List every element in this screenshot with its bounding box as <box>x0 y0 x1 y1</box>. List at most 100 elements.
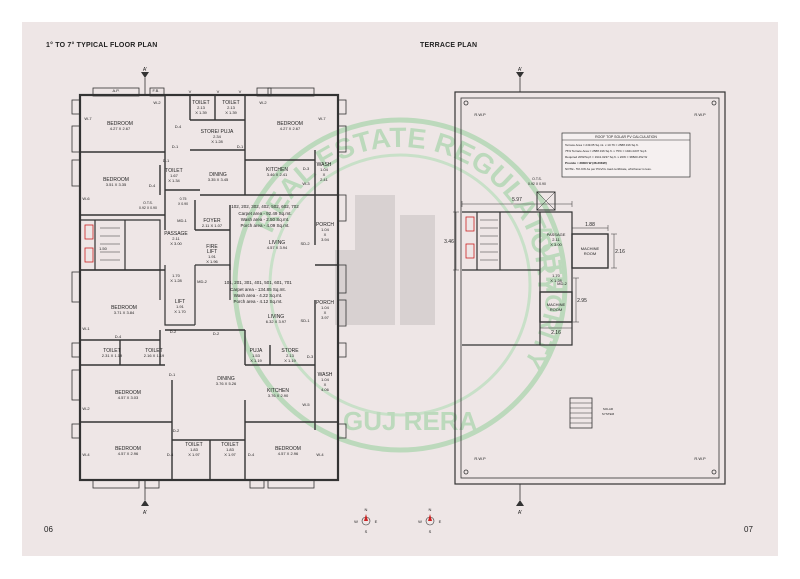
door-window-label: D-1 <box>169 372 176 377</box>
compass-west: W <box>354 519 358 524</box>
terrace-door-label: MD-2 <box>557 281 568 286</box>
door-window-label: V <box>189 89 192 94</box>
room-name: TOILET <box>221 442 238 448</box>
room-dimension: X <box>324 382 327 387</box>
door-window-label: D-1 <box>237 144 244 149</box>
machine-room-height: 2.16 <box>615 249 625 255</box>
machine-room-label: MACHINE <box>547 302 566 307</box>
door-window-label: D-2 <box>170 329 177 334</box>
door-window-label: D-2 <box>213 331 220 336</box>
room-dimension: 2.13 <box>227 105 236 110</box>
room-name: PASSAGE <box>164 231 188 237</box>
machine-room-top <box>571 233 609 269</box>
compass-east: E <box>439 519 442 524</box>
unit-a-numbers: 102, 202, 302, 402, 502, 602, 702 <box>231 204 299 209</box>
left-page-number: 06 <box>44 525 53 534</box>
rwp-label: R.W.P <box>694 112 706 117</box>
room-name: LIFT <box>175 299 185 305</box>
door-window-label: D-1 <box>163 158 170 163</box>
door-window-label: D-2 <box>173 428 180 433</box>
unit-b-carpet-area: Carpet area - 134.85 Sq.mt. <box>230 287 286 292</box>
compass-north: N <box>429 507 432 512</box>
room-dimension: X 1.97 <box>224 452 236 457</box>
room-dimension: 4.57 X 2.96 <box>278 451 299 456</box>
room-name: KITCHEN <box>267 388 289 394</box>
room-dimension: 4.27 X 2.67 <box>110 126 131 131</box>
watermark-bottom-text: GUJ RERA <box>343 406 478 436</box>
rwp-label: R.W.P <box>474 112 486 117</box>
machine-room-width: 1.88 <box>585 222 595 228</box>
door-window-label: F.B. <box>153 88 160 93</box>
compass-south: S <box>365 529 368 534</box>
solar-calculation-box <box>561 132 691 178</box>
room-name: LIVING <box>269 240 286 246</box>
door-window-label: W-2 <box>259 100 267 105</box>
stair-landing-dimension: 1.70 <box>172 273 181 278</box>
terrace-section-marker-bottom: A' <box>518 510 522 516</box>
terrace-dimension-height: 3.46 <box>444 239 454 245</box>
right-page-number: 07 <box>744 525 753 534</box>
room-dimension: 1.67 <box>170 173 179 178</box>
room-dimension: 1.83 <box>226 447 235 452</box>
room-name: STORE <box>281 348 299 354</box>
door-window-label: MD-2 <box>197 279 208 284</box>
room-dimension: 1.83 <box>190 447 199 452</box>
room-dimension: 2.41 <box>320 177 329 182</box>
room-dimension: 6.32 X 3.97 <box>266 319 287 324</box>
machine-room-label: MACHINE <box>581 246 600 251</box>
door-window-label: W-7 <box>318 116 326 121</box>
room-dimension: 2.13 <box>197 105 206 110</box>
door-window-label: D-4 <box>149 183 156 188</box>
compass-west: W <box>418 519 422 524</box>
room-name: DINING <box>217 376 235 382</box>
rwp-marker <box>463 469 469 475</box>
solar-system-label: SOLAR <box>603 407 614 411</box>
terrace-section-marker-top: A' <box>518 67 522 73</box>
unit-a-porch-area: Porch area - 4.09 Sq.mt. <box>240 223 289 228</box>
room-name: PORCH <box>316 222 334 228</box>
unit-b-wash-area: Wash area - 4.22 Sq.mt. <box>234 293 283 298</box>
room-dimension: X <box>323 172 326 177</box>
solar-box-line: Provide = 38300 W (38.30KW) <box>565 161 607 165</box>
terrace-section-arrow-bottom <box>516 500 524 506</box>
room-dimension: 4.27 X 2.67 <box>280 126 301 131</box>
terrace-landing-label: 1.70 <box>552 273 561 278</box>
rwp-marker <box>463 100 469 106</box>
compass-right <box>425 514 435 526</box>
terrace-passage-label: PASSAGE <box>547 232 566 237</box>
ots-opening <box>536 191 556 211</box>
room-name: STORE/ PUJA <box>201 129 234 135</box>
room-dimension: 3.46 X 2.41 <box>267 172 288 177</box>
room-name: LIVING <box>268 314 285 320</box>
room-name: TOILET <box>185 442 202 448</box>
room-dimension: 2.13 <box>286 353 295 358</box>
door-window-label: W-2 <box>153 100 161 105</box>
stair-landing-dimension: X 1.28 <box>170 278 182 283</box>
terrace-passage-label: 2.11 <box>552 237 560 242</box>
room-name: TOILET <box>192 100 209 106</box>
watermark-building <box>335 195 435 325</box>
room-dimension: X 1.28 <box>211 139 223 144</box>
room-dimension: 2.34 <box>213 134 222 139</box>
room-name: PORCH <box>316 300 334 306</box>
ots-small-dimension: 0.75 <box>180 197 187 201</box>
room-dimension: 1.04 <box>321 227 330 232</box>
door-window-label: V <box>217 89 220 94</box>
rwp-marker <box>711 100 717 106</box>
watermark-inner-ring <box>268 153 532 417</box>
room-name: TOILET <box>145 348 162 354</box>
room-dimension: X 1.39 <box>225 110 237 115</box>
room-dimension: 2.16 X 1.19 <box>144 353 165 358</box>
room-name: WASH <box>318 372 333 378</box>
room-name: DINING <box>209 172 227 178</box>
room-dimension: X 1.34 <box>168 178 180 183</box>
section-marker-top: A' <box>143 67 147 73</box>
room-dimension: X 1.19 <box>250 358 262 363</box>
terrace-passage-label: X 3.00 <box>550 242 562 247</box>
room-dimension: X <box>324 310 327 315</box>
room-dimension: X 1.96 <box>206 259 218 264</box>
door-window-label: W-5 <box>302 402 310 407</box>
machine-room-2-height: 2.95 <box>577 298 587 304</box>
room-dimension: 3.97 <box>321 315 330 320</box>
unit-b-numbers: 101, 201, 301, 401, 501, 601, 701 <box>224 280 292 285</box>
